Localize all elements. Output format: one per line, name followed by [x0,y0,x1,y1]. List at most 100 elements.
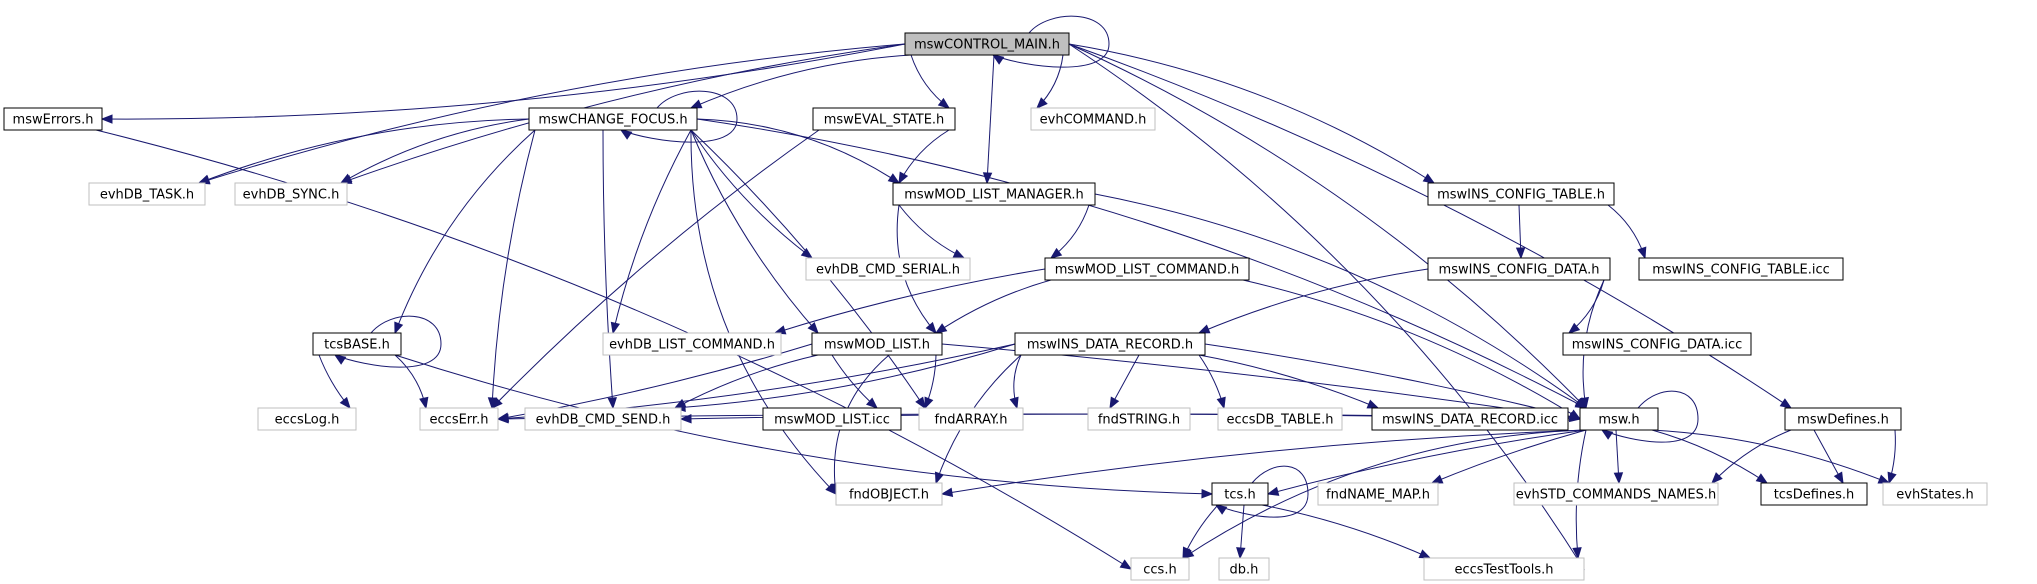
node-label: ccs.h [1143,563,1176,578]
node-box [419,407,499,431]
node-msweval-state-h[interactable]: mswEVAL_STATE.h [812,107,956,131]
node-label: mswMOD_LIST_MANAGER.h [904,188,1084,203]
node-fndarray-h[interactable]: fndARRAY.h [918,407,1024,431]
node-mswmod-list-command-h[interactable]: mswMOD_LIST_COMMAND.h [1044,257,1250,281]
node-mswins-config-data-h[interactable]: mswINS_CONFIG_DATA.h [1427,257,1611,281]
node-box [602,332,782,356]
node-tcs-h[interactable]: tcs.h [1211,482,1269,506]
edge-err-to-ccs [95,129,1133,570]
node-label: mswCHANGE_FOCUS.h [538,113,687,128]
node-label: mswErrors.h [13,113,94,128]
node-mswdefines-h[interactable]: mswDefines.h [1784,407,1902,431]
node-label: fndARRAY.h [934,413,1007,428]
node-tcsbase-h[interactable]: tcsBASE.h [312,332,402,356]
node-msw-h[interactable]: msw.h [1579,407,1659,431]
node-mswmod-list-icc[interactable]: mswMOD_LIST.icc [762,407,902,431]
edge-mlc-to-ml [934,279,1052,334]
node-label: evhCOMMAND.h [1040,113,1147,128]
node-label: eccsDB_TABLE.h [1226,413,1333,428]
edge-ctrl-to-eval [910,54,951,109]
node-fndobject-h[interactable]: fndOBJECT.h [835,482,943,506]
node-mswins-config-data-icc[interactable]: mswINS_CONFIG_DATA.icc [1562,332,1752,356]
edge-chg-to-eccserr [487,129,536,410]
node-evhdb-cmd-send-h[interactable]: evhDB_CMD_SEND.h [524,407,682,431]
node-box [1218,557,1270,581]
node-db-h[interactable]: db.h [1218,557,1270,581]
node-label: db.h [1230,563,1259,578]
node-label: evhDB_TASK.h [100,188,194,203]
node-evhcommand-h[interactable]: evhCOMMAND.h [1030,107,1156,131]
edge-mlm-to-mlc [1049,204,1090,259]
node-box [904,32,1070,56]
node-mswmod-list-manager-h[interactable]: mswMOD_LIST_MANAGER.h [892,182,1096,206]
edge-insct-to-insct_icc [1607,204,1647,260]
node-label: mswMOD_LIST_COMMAND.h [1055,263,1240,278]
node-label: evhStates.h [1896,488,1974,503]
node-box [1427,182,1615,206]
edge-msw-to-tcs [1266,429,1587,496]
node-box [528,107,698,131]
node-evhdb-sync-h[interactable]: evhDB_SYNC.h [234,182,348,206]
node-box [1784,407,1902,431]
edge-mlm-to-serial [898,204,966,259]
edge-ml-to-fndarray [924,354,937,410]
node-box [3,107,103,131]
node-evhdb-list-command-h[interactable]: evhDB_LIST_COMMAND.h [602,332,782,356]
node-label: mswINS_CONFIG_TABLE.icc [1652,263,1830,278]
node-mswchange-focus-h[interactable]: mswCHANGE_FOCUS.h [528,107,698,131]
edge-ctrl-to-mlm [982,54,995,185]
node-label: evhDB_CMD_SEND.h [536,413,671,428]
node-label: mswINS_DATA_RECORD.h [1027,338,1193,353]
node-evhstates-h[interactable]: evhStates.h [1882,482,1988,506]
node-box [1562,332,1752,356]
edge-tcs-to-ccs [1182,504,1219,560]
edge-mlm-to-msw [1094,193,1588,409]
node-eccslog-h[interactable]: eccsLog.h [257,407,357,431]
node-mswins-config-table-h[interactable]: mswINS_CONFIG_TABLE.h [1427,182,1615,206]
edge-defs-to-stdcmd [1711,429,1792,484]
node-tcsdefines-h[interactable]: tcsDefines.h [1760,482,1868,506]
node-fndstring-h[interactable]: fndSTRING.h [1087,407,1191,431]
node-eccstesttools-h[interactable]: eccsTestTools.h [1423,557,1585,581]
node-fndname-map-h[interactable]: fndNAME_MAP.h [1317,482,1439,506]
node-eccserr-h[interactable]: eccsErr.h [419,407,499,431]
node-label: mswDefines.h [1797,413,1889,428]
node-evhdb-task-h[interactable]: evhDB_TASK.h [88,182,206,206]
edge-tcsbase-to-eccserr [394,354,429,410]
node-box [1513,482,1719,506]
edge-eval-to-mlm [898,129,950,185]
node-label: mswEVAL_STATE.h [824,113,945,128]
node-box [1087,407,1191,431]
node-mswins-data-record-h[interactable]: mswINS_DATA_RECORD.h [1014,332,1206,356]
edge-msw-to-tcsdef [1651,429,1769,484]
node-mswcontrol-main-h[interactable]: mswCONTROL_MAIN.h [904,32,1070,56]
node-evhstd-commands-names-h[interactable]: evhSTD_COMMANDS_NAMES.h [1513,482,1719,506]
node-mswerrors-h[interactable]: mswErrors.h [3,107,103,131]
node-label: evhSTD_COMMANDS_NAMES.h [1516,488,1716,503]
node-box [1217,407,1343,431]
node-box [835,482,943,506]
node-box [918,407,1024,431]
node-box [1130,557,1190,581]
node-eccsdb-table-h[interactable]: eccsDB_TABLE.h [1217,407,1343,431]
node-label: mswINS_CONFIG_DATA.icc [1572,338,1743,353]
edge-mlc-to-evhlist [773,268,1046,335]
node-mswins-data-record-icc[interactable]: mswINS_DATA_RECORD.icc [1371,407,1569,431]
node-ccs-h[interactable]: ccs.h [1130,557,1190,581]
edge-chg-to-cmdsend [602,129,617,410]
node-evhdb-cmd-serial-h[interactable]: evhDB_CMD_SERIAL.h [805,257,971,281]
node-box [524,407,682,431]
edge-insdr-to-fndstring [1109,354,1140,410]
node-box [257,407,357,431]
node-box [1371,407,1569,431]
edge-ml-to-ml_icc [831,354,879,409]
node-label: eccsErr.h [430,413,489,428]
edge-msw-to-stdcmd [1613,429,1624,485]
node-mswmod-list-h[interactable]: mswMOD_LIST.h [811,332,943,356]
edge-tcs-self [1214,465,1309,518]
node-mswins-config-table-icc[interactable]: mswINS_CONFIG_TABLE.icc [1638,257,1844,281]
node-label: tcs.h [1224,488,1255,503]
edge-ctrl-to-evhcmd [1036,54,1064,109]
node-label: fndOBJECT.h [849,488,929,503]
node-label: mswINS_DATA_RECORD.icc [1382,413,1558,428]
